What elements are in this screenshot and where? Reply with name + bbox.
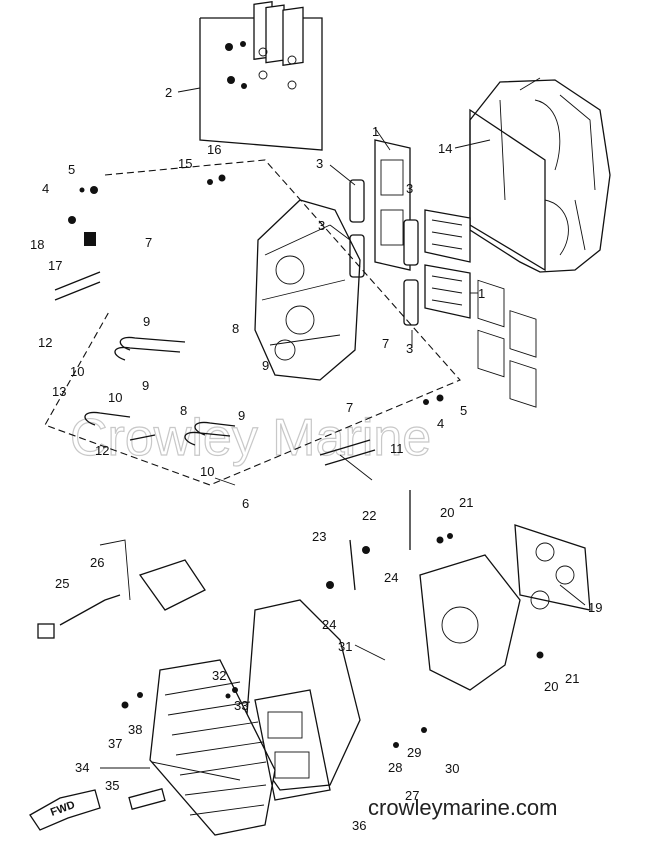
callout-7b: 7 bbox=[382, 336, 389, 351]
fuel-pump-bracket bbox=[37, 539, 206, 639]
callout-13: 13 bbox=[52, 384, 66, 399]
callout-3a: 3 bbox=[316, 156, 323, 171]
callout-9c: 9 bbox=[142, 378, 149, 393]
crankcase-block bbox=[469, 77, 611, 408]
callout-33: 33 bbox=[234, 698, 248, 713]
watermark-text: Crowley Marine bbox=[70, 409, 431, 467]
callout-11: 11 bbox=[390, 441, 404, 456]
callout-5a: 5 bbox=[68, 162, 75, 177]
reed-valve-kit-inset bbox=[199, 1, 323, 151]
callout-9d: 9 bbox=[238, 408, 245, 423]
callout-1a: 1 bbox=[372, 124, 379, 139]
callout-24a: 24 bbox=[384, 570, 398, 585]
callout-19: 19 bbox=[588, 600, 602, 615]
warning-tag bbox=[128, 788, 166, 810]
callout-15: 15 bbox=[178, 156, 192, 171]
callout-28: 28 bbox=[388, 760, 402, 775]
callout-37: 37 bbox=[108, 736, 122, 751]
callout-20b: 20 bbox=[544, 679, 558, 694]
callout-22: 22 bbox=[362, 508, 376, 523]
website-label: crowleymarine.com bbox=[368, 795, 558, 820]
callout-9a: 9 bbox=[143, 314, 150, 329]
callout-14: 14 bbox=[438, 141, 452, 156]
callout-7c: 7 bbox=[346, 400, 353, 415]
callout-18: 18 bbox=[30, 237, 44, 252]
forward-direction-arrow: FWD bbox=[29, 789, 101, 831]
callout-35: 35 bbox=[105, 778, 119, 793]
callout-3d: 3 bbox=[406, 341, 413, 356]
bolts-and-fittings bbox=[68, 174, 544, 748]
callout-labels: 1 1 2 3 3 3 3 4 4 5 5 6 7 7 7 8 8 9 9 9 … bbox=[30, 85, 602, 833]
callout-10a: 10 bbox=[70, 364, 84, 379]
reed-gaskets bbox=[349, 179, 419, 326]
leader-lines bbox=[100, 87, 586, 781]
callout-1b: 1 bbox=[478, 286, 485, 301]
callout-9b: 9 bbox=[262, 358, 269, 373]
intake-silencer bbox=[149, 599, 361, 836]
hose-group-bracket bbox=[44, 159, 461, 486]
callout-8a: 8 bbox=[232, 321, 239, 336]
callout-5b: 5 bbox=[460, 403, 467, 418]
callout-8b: 8 bbox=[180, 403, 187, 418]
callout-6: 6 bbox=[242, 496, 249, 511]
callout-4a: 4 bbox=[42, 181, 49, 196]
carburetor-plates bbox=[419, 524, 591, 691]
callout-12b: 12 bbox=[95, 443, 109, 458]
hoses bbox=[54, 271, 376, 466]
callout-23: 23 bbox=[312, 529, 326, 544]
callout-25: 25 bbox=[55, 576, 69, 591]
callout-2: 2 bbox=[165, 85, 172, 100]
reed-valve-assemblies bbox=[374, 139, 471, 319]
callout-17: 17 bbox=[48, 258, 62, 273]
callout-3b: 3 bbox=[318, 218, 325, 233]
callout-27: 27 bbox=[405, 788, 419, 803]
callout-36: 36 bbox=[352, 818, 366, 833]
callout-4b: 4 bbox=[437, 416, 444, 431]
silencer-gasket bbox=[254, 689, 331, 801]
callout-21a: 21 bbox=[459, 495, 473, 510]
callout-21b: 21 bbox=[565, 671, 579, 686]
callout-30: 30 bbox=[445, 761, 459, 776]
callout-34: 34 bbox=[75, 760, 89, 775]
callout-16: 16 bbox=[207, 142, 221, 157]
callout-10c: 10 bbox=[200, 464, 214, 479]
callout-38: 38 bbox=[128, 722, 142, 737]
callout-12a: 12 bbox=[38, 335, 52, 350]
callout-10b: 10 bbox=[108, 390, 122, 405]
callout-3c: 3 bbox=[406, 181, 413, 196]
callout-20a: 20 bbox=[440, 505, 454, 520]
callout-32: 32 bbox=[212, 668, 226, 683]
callout-31: 31 bbox=[338, 639, 352, 654]
callout-26: 26 bbox=[90, 555, 104, 570]
callout-24b: 24 bbox=[322, 617, 336, 632]
callout-7a: 7 bbox=[145, 235, 152, 250]
intake-manifold bbox=[254, 199, 361, 381]
callout-29: 29 bbox=[407, 745, 421, 760]
